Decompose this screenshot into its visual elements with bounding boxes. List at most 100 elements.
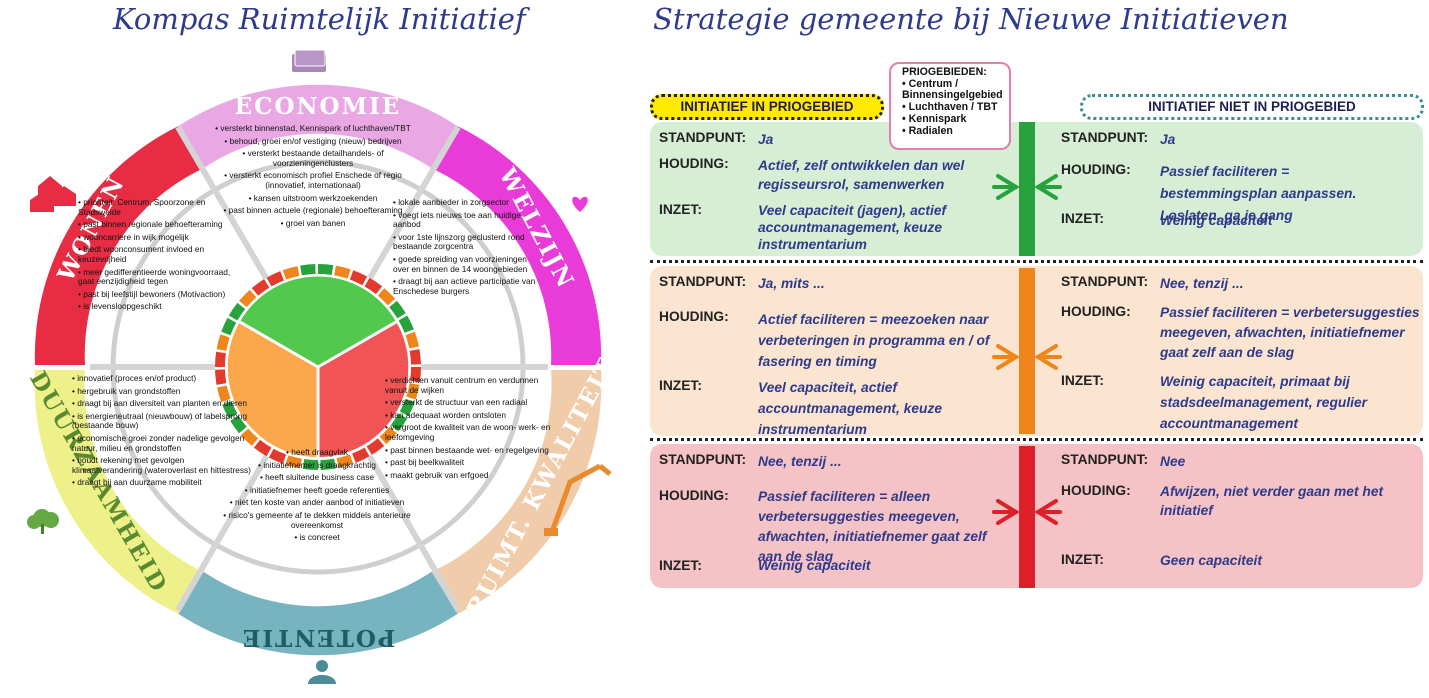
prio-item: • Luchthaven / TBT [902, 101, 998, 114]
criterion-item: • maakt gebruik van erfgoed [385, 469, 489, 480]
ring-tick [409, 349, 421, 365]
houses-icon [30, 176, 76, 212]
criterion-item: • is energieneutraal (nieuwbouw) of labe… [72, 410, 247, 431]
inzet-label: INZET: [1061, 211, 1104, 226]
criterion-item: • risico's gemeente af te dekken middels… [223, 509, 411, 530]
ring-tick [216, 334, 230, 351]
criterion-item: • versterkt economisch profiel Enschede … [224, 170, 402, 190]
criterion-item: • past binnen regionale behoefteraming [78, 219, 223, 230]
ring-tick [215, 351, 227, 367]
row1-left-inzet: Veel capaciteit (jagen), actief accountm… [758, 203, 947, 252]
bar-orange [1019, 268, 1035, 434]
segment-welzijn [431, 126, 602, 365]
criterion-item: • meer gedifferentieerde woningvoorraad,… [78, 266, 231, 287]
row-orange [650, 266, 1423, 436]
money-icon [292, 49, 326, 72]
criterion-item: • past bij beelkwaliteit [385, 457, 464, 468]
criterion-item: • houdt rekening met gevolgen klimaatver… [72, 455, 251, 475]
priogebieden-box: PRIOGEBIEDEN: • Centrum / Binnensingelge… [889, 62, 1011, 150]
bar-red [1019, 446, 1035, 588]
ring-tick [409, 367, 421, 383]
segment-wonen [34, 126, 204, 365]
inzet-label: INZET: [1061, 373, 1104, 388]
prio-item: • Kennispark [902, 112, 967, 125]
row2-right-houding: Passief faciliteren = verbetersuggesties… [1160, 305, 1420, 360]
ring-tick [390, 413, 408, 432]
ruimt-criteria: • verdichten vanuit centrum en verdunnen… [385, 375, 555, 483]
houding-label: HOUDING: [1061, 483, 1131, 498]
potentie-criteria: • heeft draagvlak• initiatiefnemer is dr… [214, 447, 420, 546]
tag-initiatief-in-priogebied: INITIATIEF IN PRIOGEBIED [650, 94, 884, 120]
criterion-item: • is levensloopgeschikt [78, 301, 162, 312]
prio-title: PRIOGEBIEDEN: [902, 66, 987, 78]
row2-right-inzet: Weinig capaciteit, primaat bij stadsdeel… [1160, 374, 1368, 431]
criterion-item: • verdichten vanuit centrum en verdunnen… [385, 375, 539, 395]
row2-right-standpunt: Nee, tenzij ... [1160, 276, 1244, 291]
criterion-item: • lokale aanbieder in zorgsector [393, 197, 509, 207]
segment-economie [178, 84, 458, 169]
criterion-item: • past bij leefstijl bewoners (Motivacti… [78, 288, 226, 299]
ring-tick [222, 401, 238, 419]
wonen-criteria: • prioriteit: Centrum, Spoorzone en Stad… [78, 197, 238, 315]
ring-tick [334, 265, 351, 279]
criterion-item: • goede spreiding van voorzieningen over… [393, 253, 528, 274]
ring-tick [239, 289, 257, 308]
segment-duurzaamheid [34, 370, 204, 614]
inzet-label: INZET: [1061, 552, 1104, 567]
criterion-item: • draagt bij aan diversiteit van planten… [72, 398, 247, 409]
criterion-item: • versterkt binnenstad, Kennispark of lu… [215, 123, 411, 133]
segment-ruimt [431, 370, 602, 614]
ring-tick [366, 438, 385, 455]
criterion-item: • innovatief (proces en/of product) [72, 373, 197, 383]
row-green [650, 122, 1423, 256]
criterion-item: • initiatiefnemer is draagkrachtig [258, 459, 376, 470]
tree-icon [27, 509, 59, 534]
row1-right-standpunt: Ja [1160, 132, 1176, 147]
criterion-item: • voor 1ste lijnszorg geclusterd rond be… [393, 231, 525, 252]
prio-item: • Radialen [902, 124, 953, 137]
ring-tick [253, 439, 272, 457]
crane-icon [544, 463, 612, 536]
ring-tick [377, 288, 396, 306]
ring-tick [364, 277, 383, 295]
criterion-item: • behoud, groei en/of vestiging (nieuw) … [224, 135, 402, 146]
houding-label: HOUDING: [659, 309, 729, 324]
ring-tick [389, 300, 406, 319]
ring-tick [230, 415, 247, 434]
prio-item: • Centrum / Binnensingelgebied [902, 77, 1003, 102]
inzet-label: INZET: [659, 202, 702, 217]
criterion-item: • kan adequaat worden ontsloten [385, 409, 506, 420]
ring-tick [320, 458, 336, 470]
standpunt-label: STANDPUNT: [1061, 274, 1149, 289]
ring-tick [406, 383, 420, 400]
ring-tick [217, 385, 231, 403]
bar-green [1019, 122, 1035, 256]
standpunt-label: STANDPUNT: [1061, 452, 1149, 467]
inzet-label: INZET: [659, 558, 702, 573]
standpunt-label: STANDPUNT: [659, 452, 747, 467]
ring-tick [221, 317, 237, 336]
criterion-item: • vergroot de kwaliteit van de woon- wer… [385, 422, 551, 442]
criterion-item: • is concreet [294, 532, 340, 543]
row1-left-standpunt: Ja [758, 132, 774, 147]
criterion-item: • hergebruik van grondstoffen [72, 385, 181, 396]
row3-right-houding: Afwijzen, niet verder gaan met het initi… [1160, 484, 1384, 518]
economie-criteria: • versterkt binnenstad, Kennispark of lu… [207, 123, 419, 231]
criterion-item: • past binnen actuele (regionale) behoef… [223, 205, 403, 216]
criterion-item: • economische groei zonder nadelige gevo… [72, 432, 245, 453]
ring-tick [352, 447, 370, 463]
criterion-item: • versterkt bestaande detailhandels- of … [242, 148, 384, 168]
criterion-item: • niet ten koste van ander aanbod of ini… [229, 497, 405, 508]
criterion-item: • versterkt de structuur van een radiaal [385, 397, 528, 408]
person-icon [308, 660, 336, 684]
ring-tick [336, 454, 354, 468]
row-red [650, 444, 1423, 588]
ring-tick [302, 458, 318, 470]
ring-tick [282, 266, 300, 280]
ring-tick [215, 369, 227, 385]
ring-tick [300, 264, 316, 276]
row3-left-houding: Passief faciliteren = alleen verbetersug… [758, 489, 987, 564]
houding-label: HOUDING: [659, 156, 729, 171]
right-title: Strategie gemeente bij Nieuwe Initiatiev… [653, 2, 1289, 36]
houding-label: HOUDING: [659, 488, 729, 503]
